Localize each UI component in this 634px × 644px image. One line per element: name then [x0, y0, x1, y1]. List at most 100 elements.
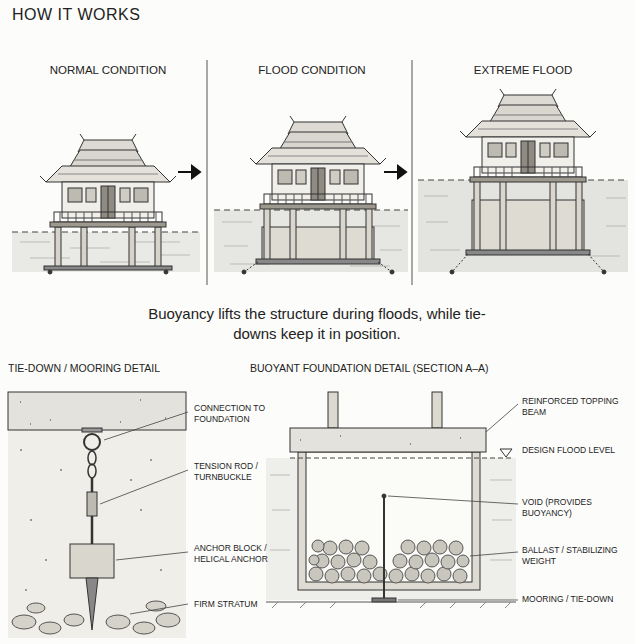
panel-divider — [207, 60, 412, 285]
stilts-normal-part — [81, 227, 87, 267]
buoyant-foundation-section-part — [500, 449, 512, 457]
tie-down-detail-part — [82, 428, 102, 432]
buoyant-foundation-section-part-part — [409, 555, 423, 569]
leader-line-part — [104, 412, 188, 440]
leader-line-part — [100, 470, 188, 504]
callout-label: MOORING / TIE-DOWN — [522, 594, 628, 605]
leader-line — [388, 404, 518, 600]
buoyant-base-flood-part — [390, 270, 394, 274]
leader-line-part — [470, 552, 518, 556]
leader-line — [100, 412, 188, 614]
water-flood-part — [214, 210, 408, 272]
leader-line-part — [116, 552, 188, 560]
buoyant-foundation-section-part-part — [355, 541, 369, 555]
buoyant-foundation-section-part-part — [457, 555, 469, 567]
water-flood-part — [222, 222, 402, 266]
callout-label: TENSION ROD / TURNBUCKLE — [194, 461, 276, 482]
buoyant-foundation-section-part-part — [453, 569, 467, 583]
buoyant-base-flood-part — [242, 270, 246, 274]
panel-divider-part — [412, 60, 413, 285]
water-normal — [12, 232, 200, 272]
buoyant-foundation-section-part — [382, 494, 386, 498]
buoyant-foundation-section-part-part — [389, 569, 403, 583]
buoyant-foundation-section — [266, 392, 516, 608]
buoyant-foundation-section-part-part — [401, 540, 415, 554]
tie-down-detail-part-part — [39, 622, 61, 634]
callout-label: DESIGN FLOOD LEVEL — [522, 445, 628, 456]
buoyant-foundation-section-part-part — [339, 540, 353, 554]
callout-label: VOID (PROVIDES BUOYANCY) — [522, 497, 628, 518]
buoyant-base-flood-part — [290, 205, 296, 261]
buoyant-base-flood-part — [262, 227, 374, 261]
tie-down-detail-part-part — [27, 603, 45, 613]
buoyant-base-flood-part — [256, 259, 380, 264]
buoyant-base-extreme-part — [602, 270, 606, 274]
tie-down-detail — [8, 392, 186, 638]
tie-down-detail-part — [12, 601, 180, 634]
tie-down-detail-part — [87, 492, 97, 516]
water-flood-part — [214, 210, 408, 211]
panel-heading: FLOOD CONDITION — [212, 64, 412, 76]
buoyant-foundation-section-part — [372, 598, 396, 602]
leader-line-part — [486, 404, 518, 432]
buoyant-base-extreme-part — [452, 254, 604, 272]
buoyant-foundation-section-part — [272, 602, 511, 608]
water-normal-part — [20, 242, 190, 262]
buoyant-foundation-section-part-part — [323, 541, 337, 555]
water-extreme-part — [424, 196, 626, 256]
page-title: HOW IT WORKS — [12, 6, 140, 24]
buoyant-foundation-section-part-part — [312, 540, 324, 552]
leader-line-part — [130, 604, 188, 614]
tie-down-detail-part — [8, 392, 186, 430]
buoyant-base-extreme-part — [466, 250, 590, 255]
buoyant-foundation-section-part — [306, 452, 472, 582]
water-flood — [214, 210, 408, 272]
buoyant-foundation-section-part-part — [441, 555, 455, 569]
panel-heading: NORMAL CONDITION — [8, 64, 208, 76]
stilts-normal-part — [155, 227, 161, 267]
buoyant-foundation-section-part-part — [433, 540, 447, 554]
buoyant-base-extreme-part — [576, 178, 582, 252]
water-extreme-part — [418, 180, 628, 272]
callout-label: FIRM STRATUM — [194, 599, 276, 610]
tie-down-detail-part — [8, 430, 186, 638]
tie-down-detail-part-part — [106, 615, 130, 629]
tie-down-detail-part — [20, 400, 166, 424]
illustration-part — [250, 116, 386, 209]
detail-heading: BUOYANT FOUNDATION DETAIL (SECTION A–A) — [250, 362, 489, 374]
leader-line-part — [398, 600, 518, 601]
buoyant-foundation-section-part — [298, 452, 480, 590]
buoyant-base-extreme-part — [474, 178, 480, 252]
stilts-normal-part — [55, 227, 61, 267]
illustration-part — [460, 89, 596, 182]
tie-down-detail-part-part — [133, 622, 155, 634]
tie-down-detail-part — [84, 434, 100, 450]
sequence-arrow-part — [398, 166, 406, 178]
water-normal-part — [12, 232, 200, 233]
buoyant-foundation-section-part-part — [363, 555, 377, 569]
buoyant-foundation-section-part-part — [357, 569, 371, 583]
sequence-arrow-part — [192, 166, 200, 178]
buoyant-base-extreme-part — [500, 178, 506, 252]
buoyant-foundation-section-part-part — [417, 541, 431, 555]
buoyant-foundation-section-part — [309, 540, 469, 583]
buoyant-base-extreme-part — [550, 178, 556, 252]
callout-label: REINFORCED TOPPING BEAM — [522, 396, 628, 417]
buoyant-foundation-section-part — [383, 496, 385, 600]
tie-down-detail-part — [86, 578, 98, 630]
water-normal-part — [12, 232, 200, 272]
tie-down-detail-part — [88, 464, 96, 478]
buoyant-base-flood-part — [366, 205, 372, 261]
stilts-normal — [44, 227, 172, 274]
buoyant-foundation-section-part — [328, 392, 338, 428]
buoyant-foundation-section-part-part — [347, 553, 361, 567]
detail-heading: TIE-DOWN / MOORING DETAIL — [8, 362, 160, 374]
tie-down-detail-part-part — [156, 613, 180, 627]
buoyant-foundation-section-part-part — [421, 569, 435, 583]
panel-divider-part — [207, 60, 208, 285]
buoyant-foundation-section-part-part — [309, 555, 319, 565]
buoyant-foundation-section-part-part — [309, 567, 323, 581]
buoyant-foundation-section-part-part — [325, 569, 339, 583]
tie-down-detail-part-part — [12, 615, 36, 629]
tie-down-detail-part — [20, 450, 162, 590]
